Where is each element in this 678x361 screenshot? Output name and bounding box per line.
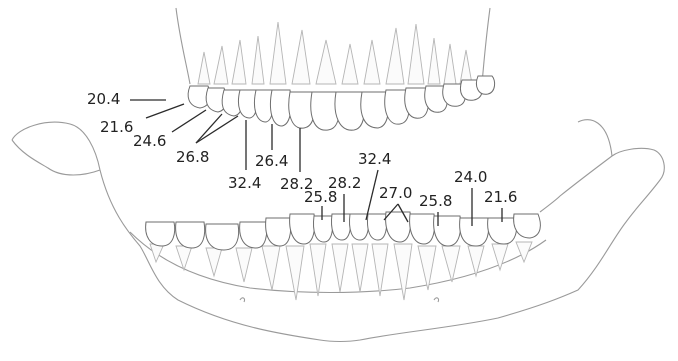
lower-label-25-8: 25.8 — [304, 190, 337, 205]
lower-label-32-4: 32.4 — [358, 152, 391, 167]
upper-label-20-4: 20.4 — [87, 92, 120, 107]
upper-label-21-6: 21.6 — [100, 120, 133, 135]
upper-roots — [198, 22, 472, 84]
lower-label-27-0: 27.0 — [379, 186, 412, 201]
upper-label-32-4: 32.4 — [228, 176, 261, 191]
lower-label-24-0: 24.0 — [454, 170, 487, 185]
lower-roots — [150, 242, 532, 300]
lower-label-25-8b: 25.8 — [419, 194, 452, 209]
chin-notch — [240, 298, 439, 302]
upper-label-26-8: 26.8 — [176, 150, 209, 165]
lower-label-28-2: 28.2 — [328, 176, 361, 191]
upper-label-26-4: 26.4 — [255, 154, 288, 169]
upper-label-24-6: 24.6 — [133, 134, 166, 149]
lower-label-21-6: 21.6 — [484, 190, 517, 205]
